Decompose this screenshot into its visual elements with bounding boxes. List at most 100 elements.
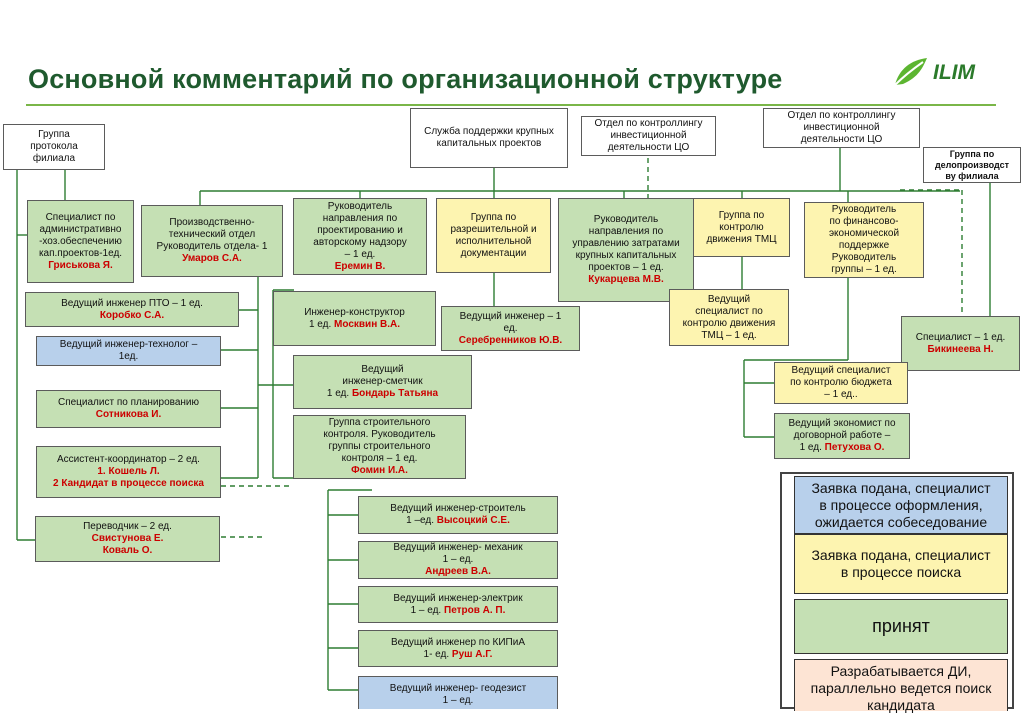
constructor-line-1: Инженер-конструктор [304,306,405,318]
docs-group-line-1: Группа по [949,148,995,159]
cost-head-line-2: направления по [588,226,664,237]
legend-blue-line-1: Заявка подана, специалист [811,479,991,496]
assistant-name-1: 1. Кошель Л. [97,466,160,477]
pto-dept-name: Умаров С.А. [182,253,242,264]
legend-orange-line-1: Разрабатывается ДИ, [830,663,972,679]
protocol-group-box: Группа протокола филиала [3,124,105,170]
admin-spec-line-1: Специалист по [45,211,116,223]
legend-orange-line-2: параллельно ведется поиск [810,680,992,696]
economist-name: Петухова О. [824,442,885,453]
eng-builder-line-2: 1 –ед. [406,515,434,526]
legend-yellow: Заявка подана, специалист в процессе пои… [794,534,1008,594]
docs-group-line-2: делопроизводст [934,159,1010,170]
eng-kip-box: Ведущий инженер по КИПиА 1- ед. Руш А.Г. [358,630,558,667]
tmc-group-line-2: контролю [719,221,764,233]
cost-head-line-5: проектов – 1 ед. [588,262,664,273]
status-legend: Заявка подана, специалист в процессе офо… [780,472,1014,713]
tech-engineer-line-1: Ведущий инженер-технолог – [59,339,198,350]
control-invest-1-line-2: инвестиционной [610,130,687,141]
tmc-specialist-box: Ведущий специалист по контролю движения … [669,289,789,346]
tech-engineer-line-2: 1ед. [118,351,139,362]
specialist-box: Специалист – 1 ед. Бикинеева Н. [901,316,1020,371]
eng-geo-line-2: 1 – ед. [442,695,474,706]
control-invest-1-line-1: Отдел по контроллингу [594,118,703,129]
tmc-spec-line-4: ТМЦ – 1 ед. [701,329,757,341]
eng-builder-name: Высоцкий С.Е. [436,515,510,526]
design-head-box: Руководитель направления по проектирован… [293,198,427,275]
eng-kip-line-1: Ведущий инженер по КИПиА [390,636,526,648]
control-invest-2-line-1: Отдел по контроллингу [787,110,896,121]
tmc-group-line-1: Группа по [718,209,765,221]
economist-box: Ведущий экономист по договорной работе –… [774,413,910,459]
pto-dept-line-2: технический отдел [168,229,256,240]
budget-spec-line-1: Ведущий специалист [791,365,891,376]
tmc-spec-line-1: Ведущий [707,293,751,305]
design-head-line-4: авторскому надзору [313,236,407,248]
eng-kip-name: Руш А.Г. [451,648,493,660]
support-line-1: Служба поддержки крупных [424,126,554,137]
permit-engineer-line-2: ед. [503,322,518,334]
eng-geo-line-1: Ведущий инженер- геодезист [389,683,527,694]
translator-line-1: Переводчик – 2 ед. [83,521,172,532]
tmc-group-line-3: движения ТМЦ [706,233,777,245]
permit-engineer-name: Серебренников Ю.В. [458,334,563,346]
cost-head-line-3: управлению затратами [572,238,680,249]
control-invest-1-box: Отдел по контроллингу инвестиционной дея… [581,116,716,156]
economist-line-2: договорной работе – [793,430,891,441]
pto-engineer-line-1: Ведущий инженер ПТО – 1 ед. [61,297,203,309]
permit-group-line-4: документации [460,247,527,259]
design-head-line-3: проектированию и [317,224,403,236]
constructor-box: Инженер-конструктор 1 ед. Москвин В.А. [273,291,436,346]
leaf-icon [894,58,927,86]
build-control-name: Фомин И.А. [351,465,408,476]
eng-elec-box: Ведущий инженер-электрик 1 – ед. Петров … [358,586,558,623]
pto-dept-box: Производственно- технический отдел Руков… [141,205,283,277]
fin-head-line-6: группы – 1 ед. [831,264,897,275]
legend-green: принят [794,599,1008,654]
eng-elec-name: Петров А. П. [444,604,506,616]
control-invest-1-line-3: деятельности ЦО [607,142,690,153]
fin-head-line-1: Руководитель [831,204,897,215]
legend-yellow-line-2: в процессе поиска [840,564,962,580]
constructor-name: Москвин В.А. [334,318,401,330]
legend-orange-line-3: кандидата [867,697,935,713]
legend-orange: Разрабатывается ДИ, параллельно ведется … [794,659,1008,713]
permit-engineer-box: Ведущий инженер – 1 ед. Серебренников Ю.… [441,306,580,351]
build-control-line-1: Группа строительного [328,417,431,428]
eng-builder-box: Ведущий инженер-строитель 1 –ед. Высоцки… [358,496,558,534]
translator-box: Переводчик – 2 ед. Свистунова Е. Коваль … [35,516,220,562]
admin-specialist-box: Специалист по административно -хоз.обесп… [27,200,134,283]
permit-engineer-line-1: Ведущий инженер – 1 [459,310,562,322]
pto-engineer-box: Ведущий инженер ПТО – 1 ед. Коробко С.А. [25,292,239,327]
cost-head-line-1: Руководитель [593,214,659,225]
tech-engineer-box: Ведущий инженер-технолог – 1ед. [36,336,221,366]
cost-head-box: Руководитель направления по управлению з… [558,198,694,302]
title-underline [26,104,996,106]
protocol-line-1: Группа [38,129,70,140]
planning-specialist-box: Специалист по планированию Сотникова И. [36,390,221,428]
page-title: Основной комментарий по организационной … [28,64,783,94]
tmc-group-box: Группа по контролю движения ТМЦ [693,198,790,257]
design-head-line-1: Руководитель [327,200,393,212]
legend-blue-line-2: в процессе оформления, [819,496,983,513]
pto-engineer-name: Коробко С.А. [99,309,165,321]
build-control-line-3: группы строительного [328,441,431,452]
eng-geo-box: Ведущий инженер- геодезист 1 – ед. [358,676,558,709]
budget-spec-line-2: по контролю бюджета [790,377,892,388]
protocol-line-3: филиала [32,153,76,164]
estimator-line-2: инженер-сметчик [342,376,423,387]
admin-spec-line-4: кап.проектов-1ед. [38,247,123,259]
ilim-logo: ILIM [893,57,993,89]
pto-dept-line-3: Руководитель отдела- 1 [156,241,268,252]
legend-blue-line-3: ожидается собеседование [814,513,988,530]
control-invest-2-box: Отдел по контроллингу инвестиционной дея… [763,108,920,148]
control-invest-2-line-3: деятельности ЦО [800,134,883,145]
permit-group-box: Группа по разрешительной и исполнительно… [436,198,551,273]
cost-head-name: Кукарцева М.В. [588,274,664,285]
support-service-box: Служба поддержки крупных капитальных про… [410,108,568,168]
assistant-name-2: 2 Кандидат в процессе поиска [53,478,204,489]
eng-kip-line-2: 1- ед. [423,648,450,660]
estimator-line-1: Ведущий [361,364,404,375]
eng-mech-box: Ведущий инженер- механик 1 – ед. Андреев… [358,541,558,579]
estimator-line-3: 1 ед. [326,388,350,399]
